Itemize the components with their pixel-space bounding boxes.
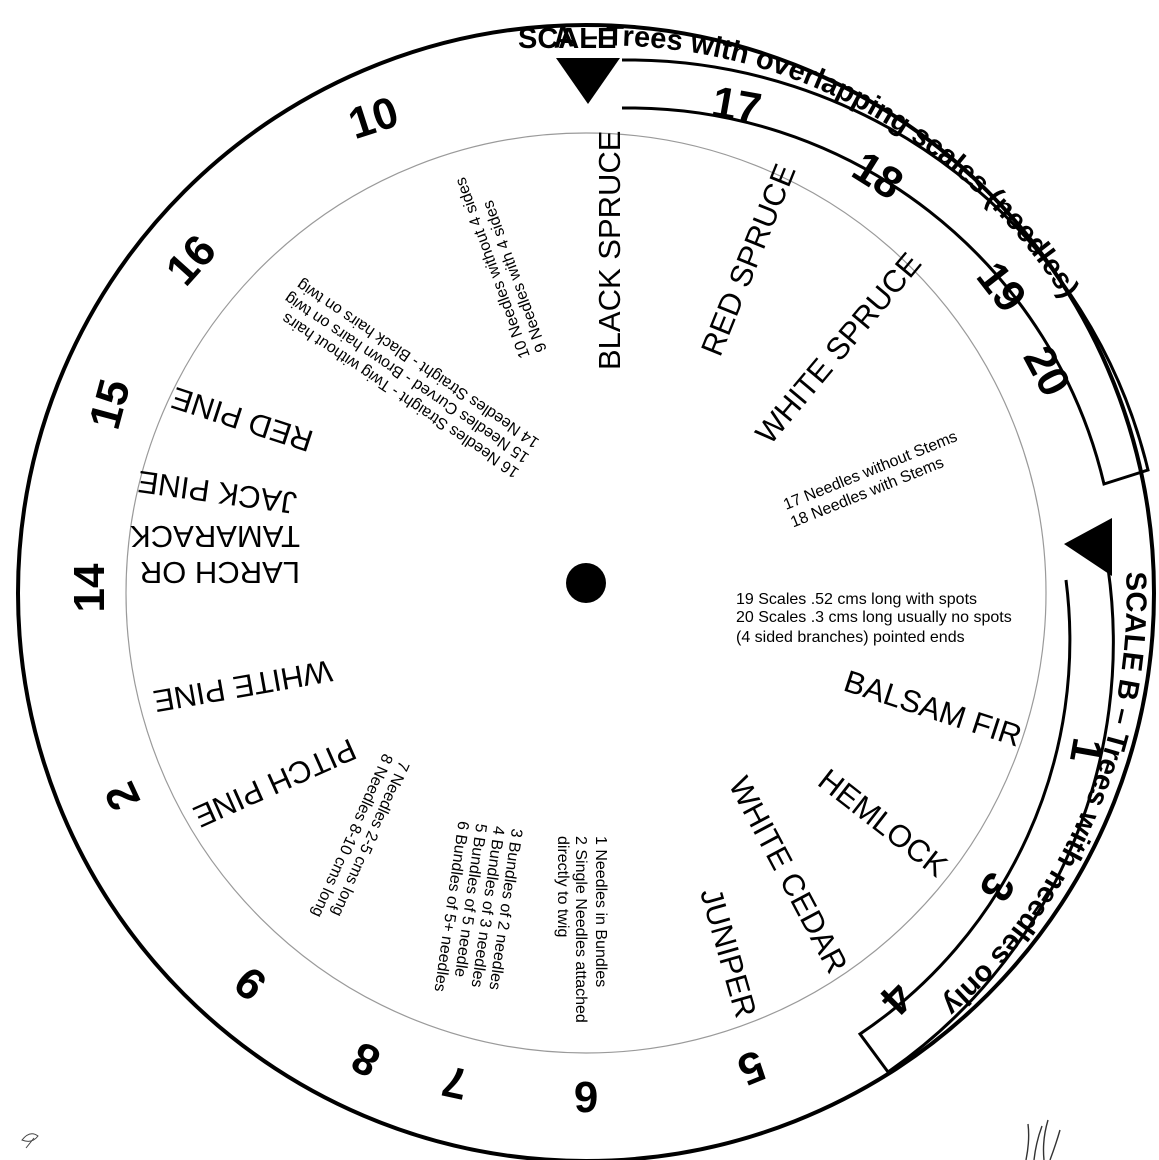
svg-text:directly to twig: directly to twig: [554, 836, 571, 937]
number-17: 17: [708, 77, 765, 134]
leaf-sketch-icon: [22, 1134, 38, 1148]
number-6: 6: [574, 1072, 598, 1121]
svg-text:(4 sided branches) pointed end: (4 sided branches) pointed ends: [736, 629, 965, 646]
grass-sketch-icon: [1026, 1120, 1060, 1160]
svg-text:2 Single Needles attached: 2 Single Needles attached: [572, 836, 589, 1023]
svg-text:20 Scales .3 cms long usually: 20 Scales .3 cms long usually no spots: [736, 609, 1012, 626]
tree-black-spruce: BLACK SPRUCE: [592, 131, 627, 370]
tree-larch-line2: TAMARACK: [130, 519, 300, 554]
svg-text:1 Needles in Bundles: 1 Needles in Bundles: [592, 836, 609, 987]
svg-text:19 Scales .52 cms long with sp: 19 Scales .52 cms long with spots: [736, 591, 977, 608]
center-pivot[interactable]: [566, 563, 606, 603]
number-14: 14: [65, 563, 114, 612]
tree-larch-line1: LARCH OR: [140, 555, 300, 590]
